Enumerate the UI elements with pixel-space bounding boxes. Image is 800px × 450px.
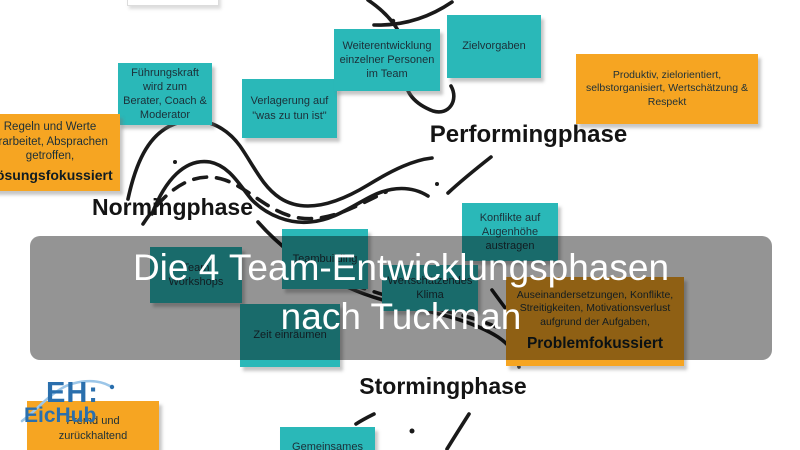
phase-label-performing: Performingphase	[429, 121, 628, 148]
sticky-note-text: Produktiv, zielorientiert, selbstorganis…	[585, 68, 749, 108]
sticky-note-fremd: Fremd und zurückhaltend	[27, 401, 159, 450]
sticky-note-gemeinsames: Gemeinsames	[280, 427, 375, 450]
sticky-note-bold-text: Lösungsfokussiert	[0, 167, 113, 184]
sticky-note-weiterentwicklung: Weiterentwicklung einzelner Personen im …	[334, 29, 440, 91]
page-title-line1: Die 4 Team-Entwicklungsphasen	[132, 247, 670, 288]
eichub-logo: EH: EicHub	[20, 377, 130, 437]
sticky-note-text: Weiterentwicklung einzelner Personen im …	[339, 39, 435, 81]
phase-label-norming: Normingphase	[91, 194, 254, 220]
sticky-note-text: Fremd und zurückhaltend	[58, 415, 128, 442]
sticky-note-blank	[127, 0, 219, 6]
logo-swoosh-icon	[20, 379, 115, 423]
phase-label-storming: Stormingphase	[359, 373, 527, 399]
title-banner-overlay	[30, 236, 772, 360]
logo-mark: EH:	[46, 377, 99, 409]
sticky-note-zielvorgaben: Zielvorgaben	[447, 15, 541, 78]
sticky-note-text: Führungskraft wird zum Berater, Coach & …	[123, 66, 207, 122]
logo-name: EicHub	[24, 404, 97, 427]
sticky-note-verlagerung: Verlagerung auf "was zu tun ist"	[242, 79, 337, 138]
sticky-note-regeln: Regeln und Werte erarbeitet, Absprachen …	[0, 114, 120, 191]
sticky-note-fuehrungskraft: Führungskraft wird zum Berater, Coach & …	[118, 63, 212, 125]
sticky-note-produktiv: Produktiv, zielorientiert, selbstorganis…	[576, 54, 758, 124]
sticky-note-text: Verlagerung auf "was zu tun ist"	[250, 95, 329, 122]
sticky-note-text: Gemeinsames	[292, 440, 363, 450]
sticky-note-text: Regeln und Werte erarbeitet, Absprachen …	[0, 120, 108, 163]
page-title: Die 4 Team-Entwicklungsphasen nach Tuckm…	[30, 243, 772, 341]
sticky-note-text: Zielvorgaben	[462, 40, 526, 53]
page-title-line2: nach Tuckman	[280, 296, 522, 337]
